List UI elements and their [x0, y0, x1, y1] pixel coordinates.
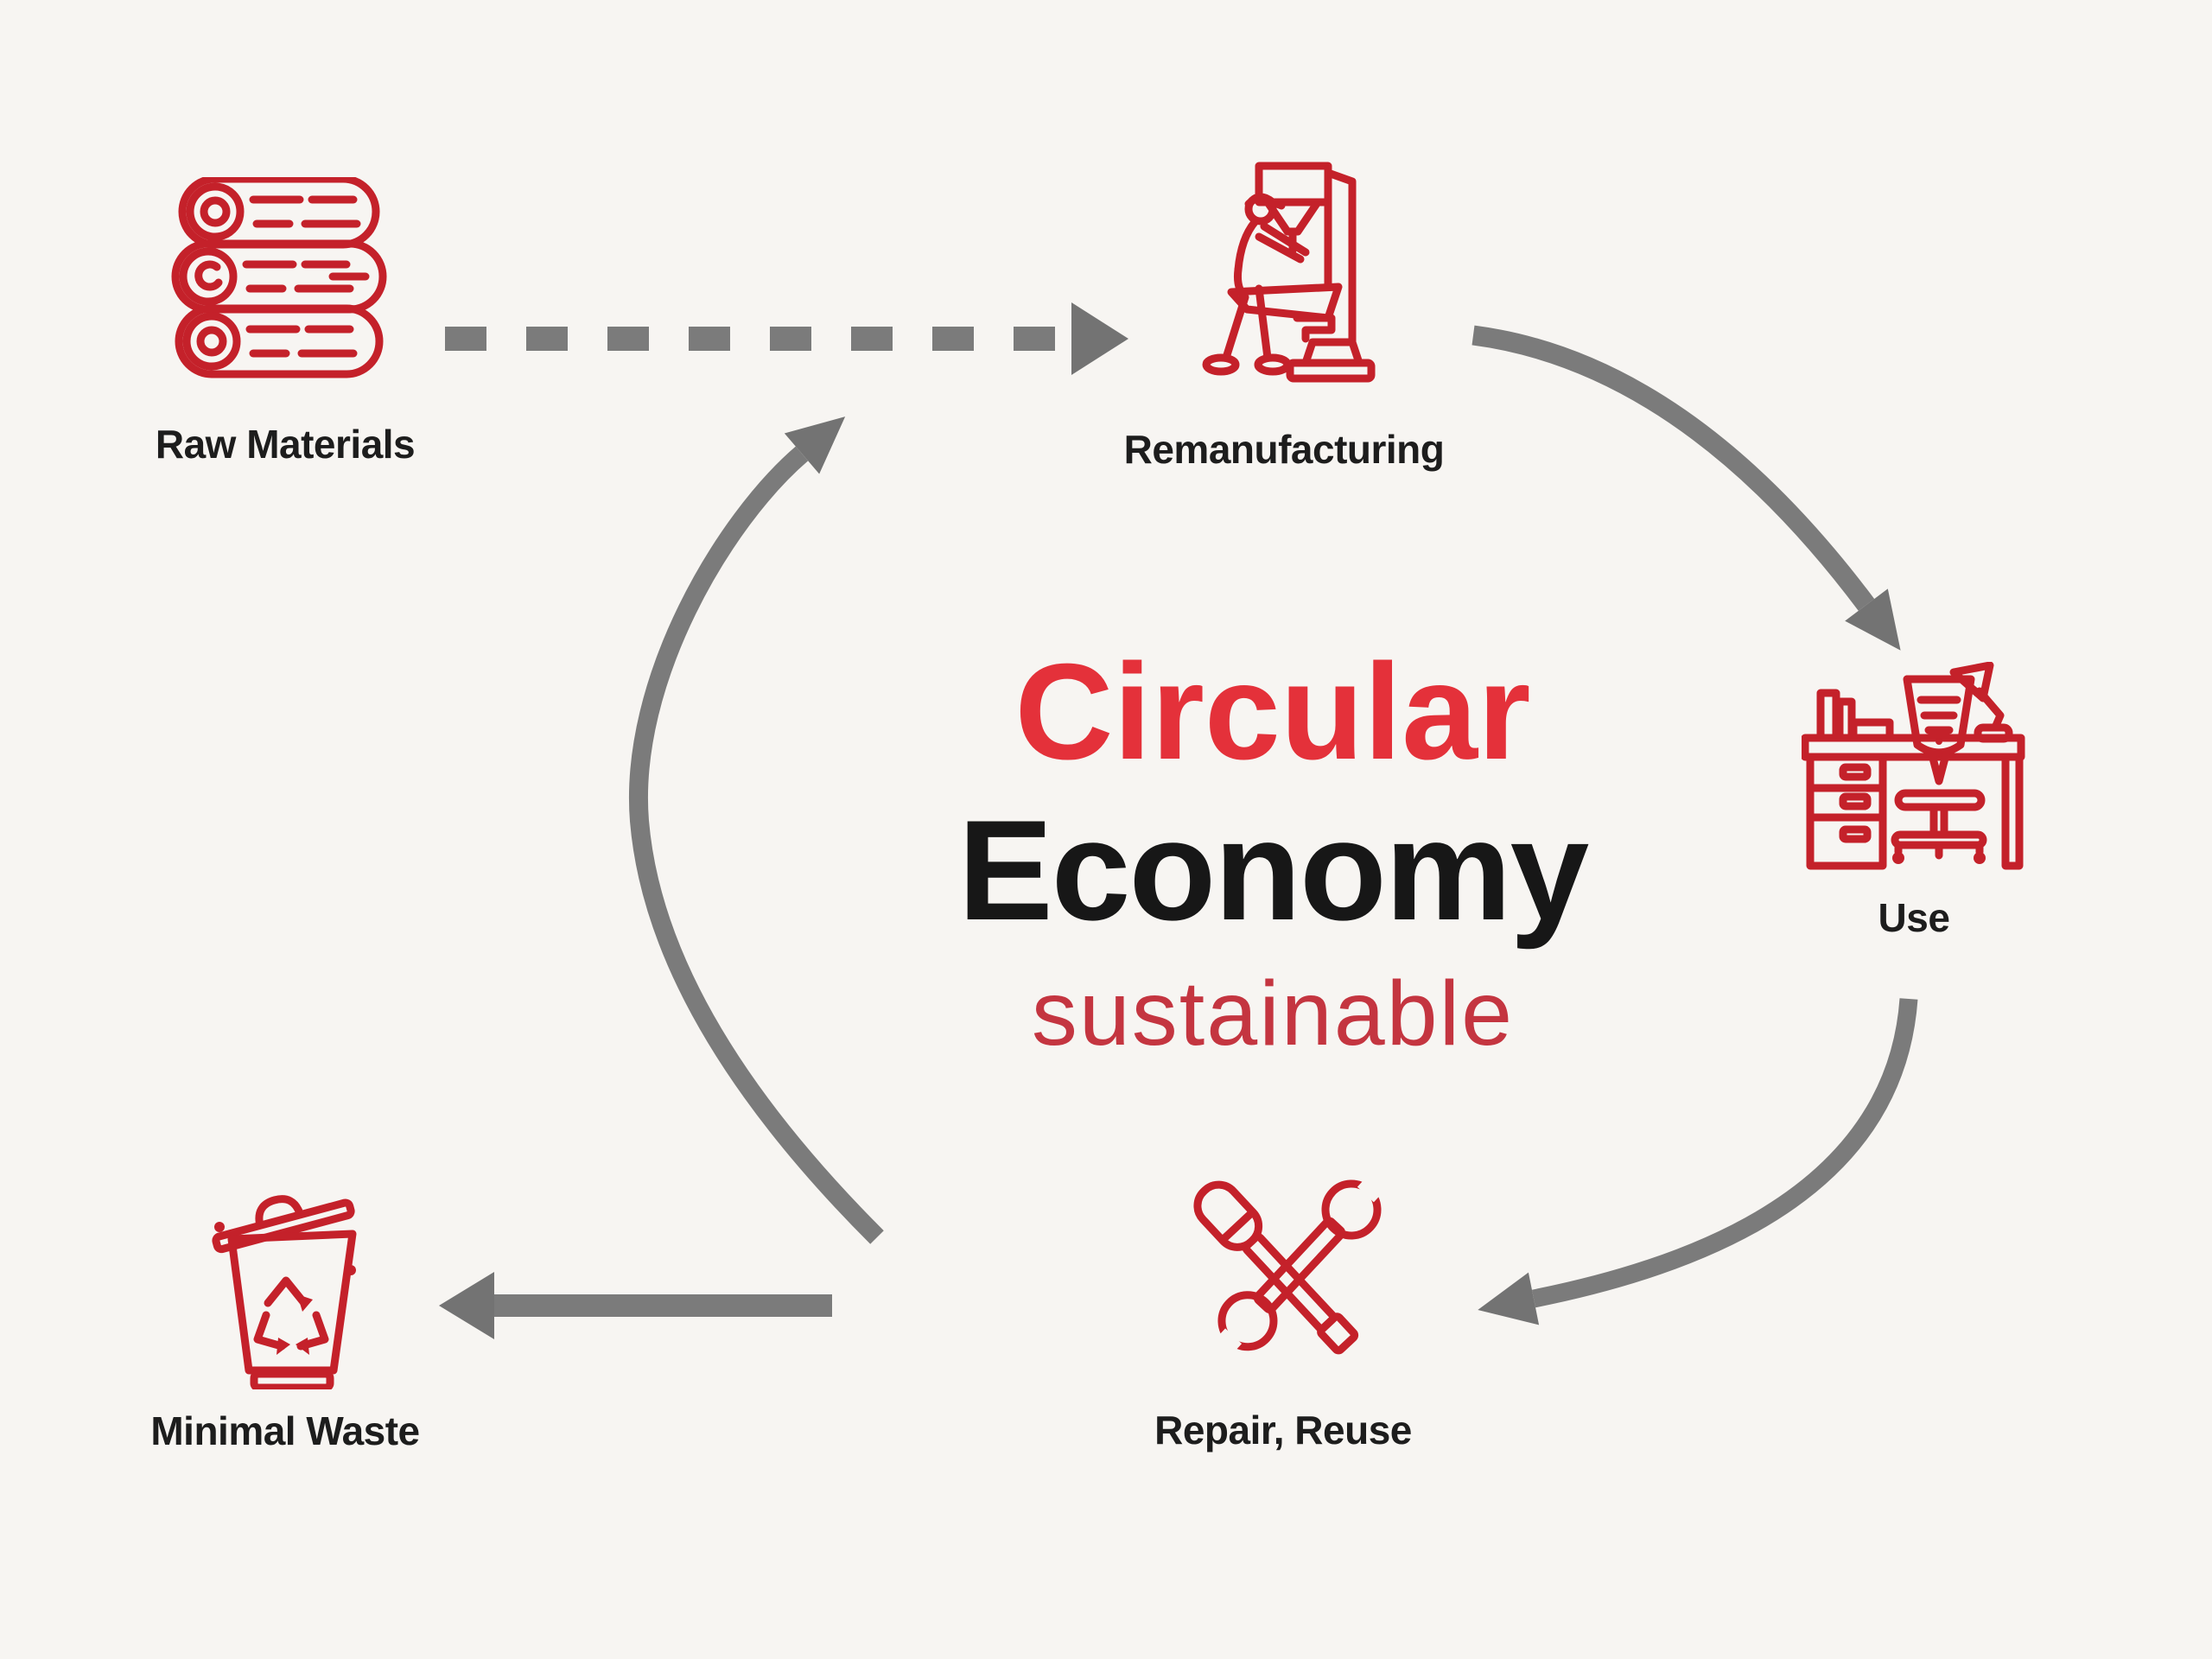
node-remanufacturing: Remanufacturing [1111, 161, 1457, 473]
node-repair-reuse: Repair, Reuse [1110, 1172, 1456, 1453]
node-minimal-waste: Minimal Waste [112, 1173, 458, 1454]
node-label-remanufacturing: Remanufacturing [1123, 427, 1445, 472]
screwdriver-icon [1192, 1180, 1358, 1355]
diagram-title: Circular Economy sustainable [841, 644, 1705, 1059]
node-label-use: Use [1878, 895, 1950, 940]
node-raw-materials: Raw Materials [112, 177, 458, 467]
title-line-economy: Economy [957, 791, 1590, 950]
title-line-sustainable: sustainable [1031, 963, 1515, 1065]
desk-workspace-icon [1802, 662, 2025, 870]
wrench-icon [1211, 1173, 1385, 1358]
title-line-circular: Circular [1014, 636, 1531, 788]
logs-icon [171, 177, 387, 378]
node-label-repair-reuse: Repair, Reuse [1154, 1408, 1412, 1452]
crossed-tools-icon [1192, 1173, 1385, 1358]
node-label-raw-materials: Raw Materials [155, 422, 416, 467]
worker-machine-icon [1202, 162, 1375, 383]
arrow-remanufacturing-to-use [1471, 325, 1901, 651]
node-use: Use [1741, 662, 2087, 941]
node-label-minimal-waste: Minimal Waste [150, 1408, 420, 1453]
trash-recycle-icon [211, 1195, 356, 1389]
